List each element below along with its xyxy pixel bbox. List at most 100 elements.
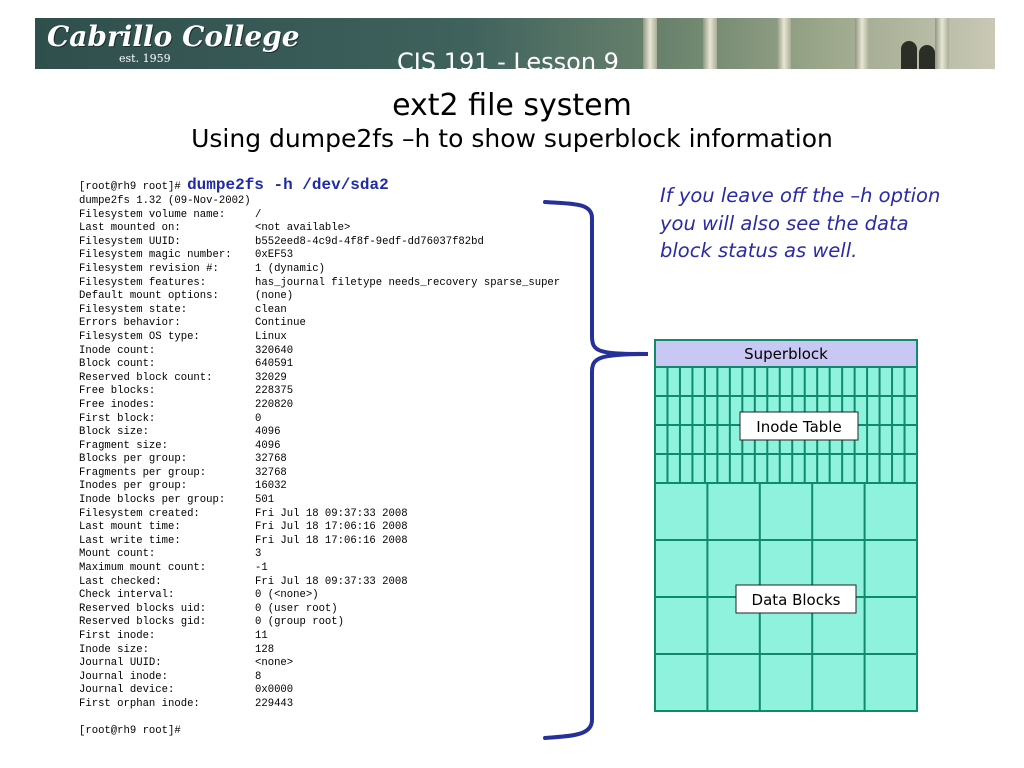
field-value: 0 (<none>): [255, 589, 319, 602]
field-name: Block size:: [79, 426, 149, 439]
field-value: 8: [255, 670, 262, 683]
superblock-field-row: Last write time:Fri Jul 18 17:06:16 2008: [79, 535, 599, 549]
superblock-field-row: Last checked:Fri Jul 18 09:37:33 2008: [79, 576, 599, 590]
superblock-field-row: Errors behavior:Continue: [79, 317, 599, 331]
field-value: 3: [255, 548, 262, 561]
field-name: Reserved block count:: [79, 371, 213, 384]
field-name: Default mount options:: [79, 290, 219, 303]
field-name: Journal device:: [79, 684, 175, 697]
field-name: First inode:: [79, 630, 156, 642]
slide-subtitle: Using dumpe2fs –h to show superblock inf…: [191, 124, 833, 153]
field-value: 0 (group root): [255, 616, 345, 629]
banner-column: [855, 18, 869, 69]
field-value: 640591: [255, 358, 294, 371]
superblock-field-row: Filesystem volume name: /: [79, 209, 599, 223]
superblock-field-row: Filesystem UUID:b552eed8-4c9d-4f8f-9edf-…: [79, 236, 599, 250]
field-name: Free inodes:: [79, 398, 156, 411]
field-value: (none): [255, 290, 294, 303]
field-name: Inode size:: [79, 643, 149, 656]
field-name: Maximum mount count:: [79, 562, 207, 575]
field-value: Linux: [255, 330, 287, 343]
superblock-field-row: Default mount options: (none): [79, 290, 599, 304]
banner-column: [643, 18, 657, 69]
field-name: Filesystem revision #:: [79, 262, 219, 275]
field-value: /: [255, 208, 262, 221]
course-title: CIS 191 - Lesson 9: [397, 48, 619, 69]
field-value: <none>: [255, 657, 294, 670]
superblock-field-row: Block count: 640591: [79, 358, 599, 372]
data-blocks-label: Data Blocks: [752, 591, 841, 609]
superblock-field-row: Fragments per group:32768: [79, 467, 599, 481]
superblock-label: Superblock: [744, 345, 828, 363]
superblock-field-row: Blocks per group:32768: [79, 453, 599, 467]
superblock-field-row: Inode blocks per group: 501: [79, 494, 599, 508]
field-value: 501: [255, 494, 275, 507]
field-value: Fri Jul 18 09:37:33 2008: [255, 575, 408, 588]
banner-column: [777, 18, 791, 69]
terminal-output: [root@rh9 root]# dumpe2fs -h /dev/sda2 d…: [79, 175, 599, 739]
field-name: Inode blocks per group:: [79, 494, 226, 507]
field-value: 0x0000: [255, 684, 294, 697]
superblock-field-row: Maximum mount count: -1: [79, 562, 599, 576]
field-name: Filesystem state:: [79, 303, 188, 316]
field-name: Filesystem OS type:: [79, 330, 200, 343]
slide-title: ext2 file system: [392, 88, 632, 123]
field-value: Fri Jul 18 09:37:33 2008: [255, 507, 408, 520]
field-value: 0: [255, 412, 262, 425]
filesystem-diagram: Superblock Inode Table Data Blocks: [654, 339, 918, 712]
superblock-field-row: Inode count:320640: [79, 345, 599, 359]
superblock-field-row: Filesystem state: clean: [79, 304, 599, 318]
field-value: clean: [255, 303, 287, 316]
field-value: 0 (user root): [255, 602, 338, 615]
field-name: Reserved blocks uid:: [79, 602, 207, 615]
data-blocks-label-box: [735, 584, 857, 614]
superblock-fields: Filesystem volume name:/Last mounted on:…: [79, 209, 599, 712]
end-prompt-line: [root@rh9 root]#: [79, 725, 599, 739]
field-name: Journal UUID:: [79, 657, 162, 670]
command-line: [root@rh9 root]# dumpe2fs -h /dev/sda2: [79, 175, 599, 195]
blank-line: [79, 712, 599, 726]
curly-brace: [543, 200, 649, 740]
field-value: 220820: [255, 398, 294, 411]
field-value: 16032: [255, 480, 287, 493]
inode-table-label-box: [739, 411, 859, 441]
field-name: Inode count:: [79, 344, 156, 357]
college-logo-subtext: est. 1959: [119, 52, 171, 65]
field-value: 0xEF53: [255, 249, 294, 262]
field-value: -1: [255, 562, 268, 575]
superblock-field-row: Last mount time:Fri Jul 18 17:06:16 2008: [79, 521, 599, 535]
field-name: Fragment size:: [79, 439, 169, 452]
superblock-field-row: Filesystem created: Fri Jul 18 09:37:33 2…: [79, 508, 599, 522]
banner-figure: [919, 45, 935, 69]
command-text: dumpe2fs -h /dev/sda2: [187, 176, 389, 194]
field-name: Filesystem volume name:: [79, 208, 226, 221]
field-name: Filesystem features:: [79, 276, 207, 289]
superblock-field-row: Filesystem features:has_journal filetype…: [79, 277, 599, 291]
field-value: 32029: [255, 371, 287, 384]
field-name: Filesystem UUID:: [79, 235, 181, 248]
superblock-field-row: Inode size:128: [79, 644, 599, 658]
field-value: Fri Jul 18 17:06:16 2008: [255, 534, 408, 547]
field-name: Reserved blocks gid:: [79, 616, 207, 629]
banner-column: [703, 18, 717, 69]
field-name: Block count:: [79, 358, 156, 371]
version-line: dumpe2fs 1.32 (09-Nov-2002): [79, 195, 599, 209]
field-name: First block:: [79, 412, 156, 425]
college-logo: Cabrillo College: [47, 20, 300, 53]
field-name: Mount count:: [79, 548, 156, 561]
superblock-field-row: First inode: 11: [79, 630, 599, 644]
field-value: 1 (dynamic): [255, 262, 325, 275]
header-banner: Cabrillo College est. 1959 CIS 191 - Les…: [35, 18, 995, 69]
superblock-field-row: Reserved blocks uid: 0 (user root): [79, 603, 599, 617]
field-value: 32768: [255, 466, 287, 479]
field-name: Check interval:: [79, 589, 175, 602]
superblock-field-row: First block: 0: [79, 413, 599, 427]
field-value: 11: [255, 630, 268, 642]
version-text: dumpe2fs 1.32 (09-Nov-2002): [79, 195, 251, 207]
field-value: 229443: [255, 697, 294, 710]
field-name: Filesystem created:: [79, 507, 200, 520]
superblock-field-row: Fragment size:4096: [79, 440, 599, 454]
field-value: 4096: [255, 426, 281, 439]
superblock-field-row: Filesystem magic number:0xEF53: [79, 249, 599, 263]
field-name: First orphan inode:: [79, 697, 200, 710]
